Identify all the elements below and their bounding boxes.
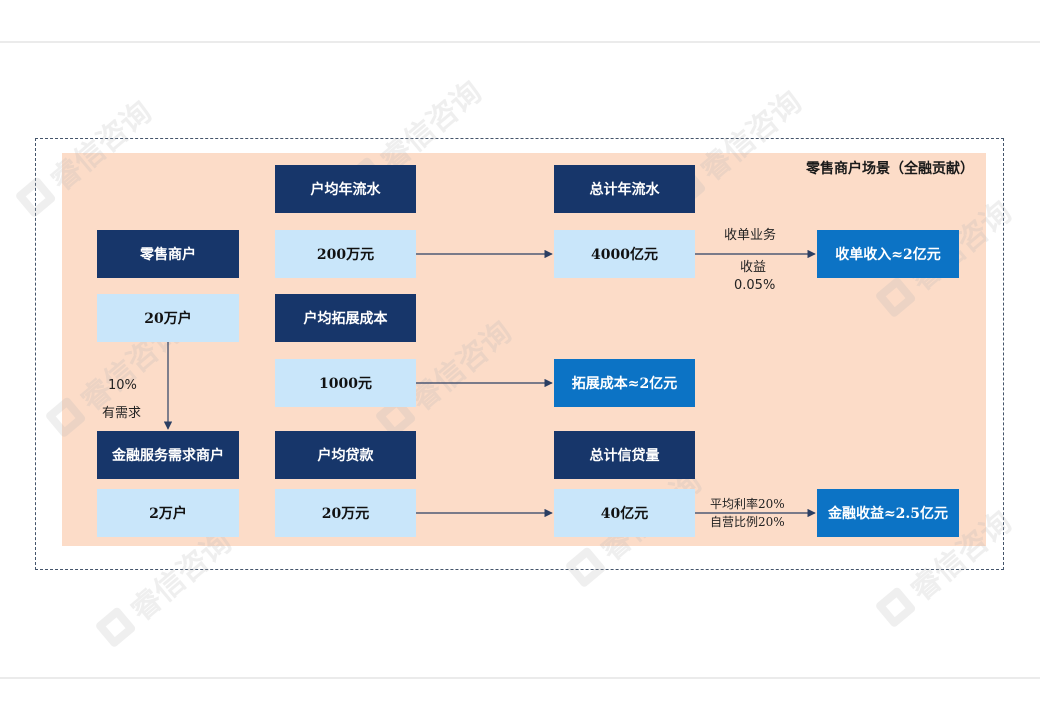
bottom-divider — [0, 677, 1040, 679]
total-annual-flow-value-box: 4000亿元 — [554, 230, 695, 278]
avg-rate-label: 平均利率20% — [710, 497, 785, 511]
total-credit-value-box: 40亿元 — [554, 489, 695, 537]
acquiring-income-box: 收单收入≈2亿元 — [817, 230, 959, 278]
acquiring-yield-value: 0.05% — [734, 278, 776, 293]
acquiring-yield-text: 收益 — [740, 260, 767, 275]
avg-loan-value-box: 20万元 — [275, 489, 416, 537]
total-annual-flow-box: 总计年流水 — [554, 165, 695, 213]
scene-title: 零售商户场景（全融贡献） — [806, 161, 974, 177]
self-ratio-label: 自营比例20% — [710, 515, 785, 529]
avg-annual-flow-value-box: 200万元 — [275, 230, 416, 278]
demand-text-label: 有需求 — [102, 406, 142, 421]
finance-demand-count-box: 2万户 — [97, 489, 239, 537]
acquiring-business-label: 收单业务 — [724, 228, 777, 243]
avg-acquire-cost-box: 户均拓展成本 — [275, 294, 416, 342]
diagram-panel — [62, 153, 986, 546]
dashed-frame — [35, 138, 1004, 570]
retail-merchants-box: 零售商户 — [97, 230, 239, 278]
avg-annual-flow-box: 户均年流水 — [275, 165, 416, 213]
avg-acquire-cost-value-box: 1000元 — [275, 359, 416, 407]
acquire-cost-total-box: 拓展成本≈2亿元 — [554, 359, 695, 407]
total-credit-box: 总计信贷量 — [554, 431, 695, 479]
demand-rate-label: 10% — [108, 378, 137, 393]
avg-loan-box: 户均贷款 — [275, 431, 416, 479]
retail-merchants-count-box: 20万户 — [97, 294, 239, 342]
finance-income-box: 金融收益≈2.5亿元 — [817, 489, 959, 537]
top-divider — [0, 41, 1040, 43]
finance-demand-merchants-box: 金融服务需求商户 — [97, 431, 239, 479]
